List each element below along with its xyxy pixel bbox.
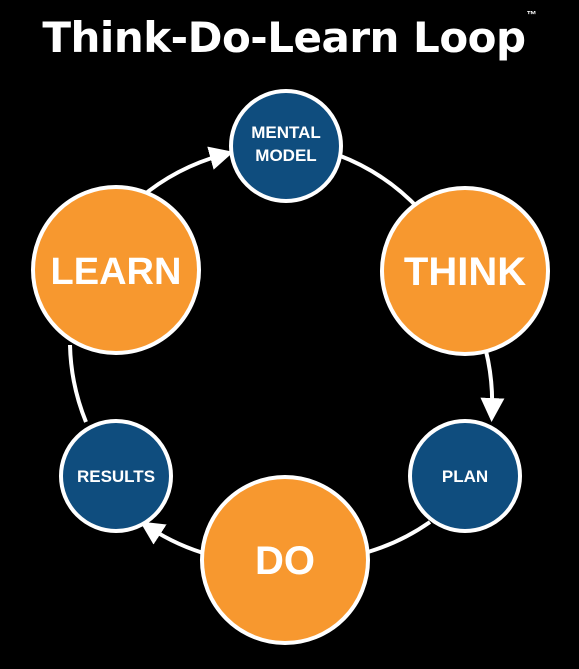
node-think-label: THINK [404, 250, 526, 294]
node-do-label: DO [255, 539, 315, 583]
trademark-symbol: ™ [526, 10, 537, 21]
arc-mental-model-to-think [337, 153, 422, 212]
node-mental-model: MENTAL MODEL [229, 89, 343, 203]
node-do: DO [200, 475, 370, 645]
node-mental-model-label-line2: MODEL [255, 146, 316, 165]
node-mental-model-label-line1: MENTAL [251, 123, 321, 142]
node-results-label: RESULTS [77, 467, 155, 486]
node-learn-label: LEARN [51, 251, 182, 293]
arc-learn-to-mental-model [138, 146, 234, 200]
arc-plan-to-do [367, 520, 432, 554]
node-results: RESULTS [59, 419, 173, 533]
node-think: THINK [380, 186, 550, 356]
arc-results-to-learn [68, 344, 88, 423]
node-plan-label: PLAN [442, 467, 488, 486]
title-block: Think-Do-Learn Loop™ [0, 8, 579, 68]
page-title: Think-Do-Learn Loop [42, 13, 526, 62]
node-learn: LEARN [31, 185, 201, 355]
node-plan: PLAN [408, 419, 522, 533]
